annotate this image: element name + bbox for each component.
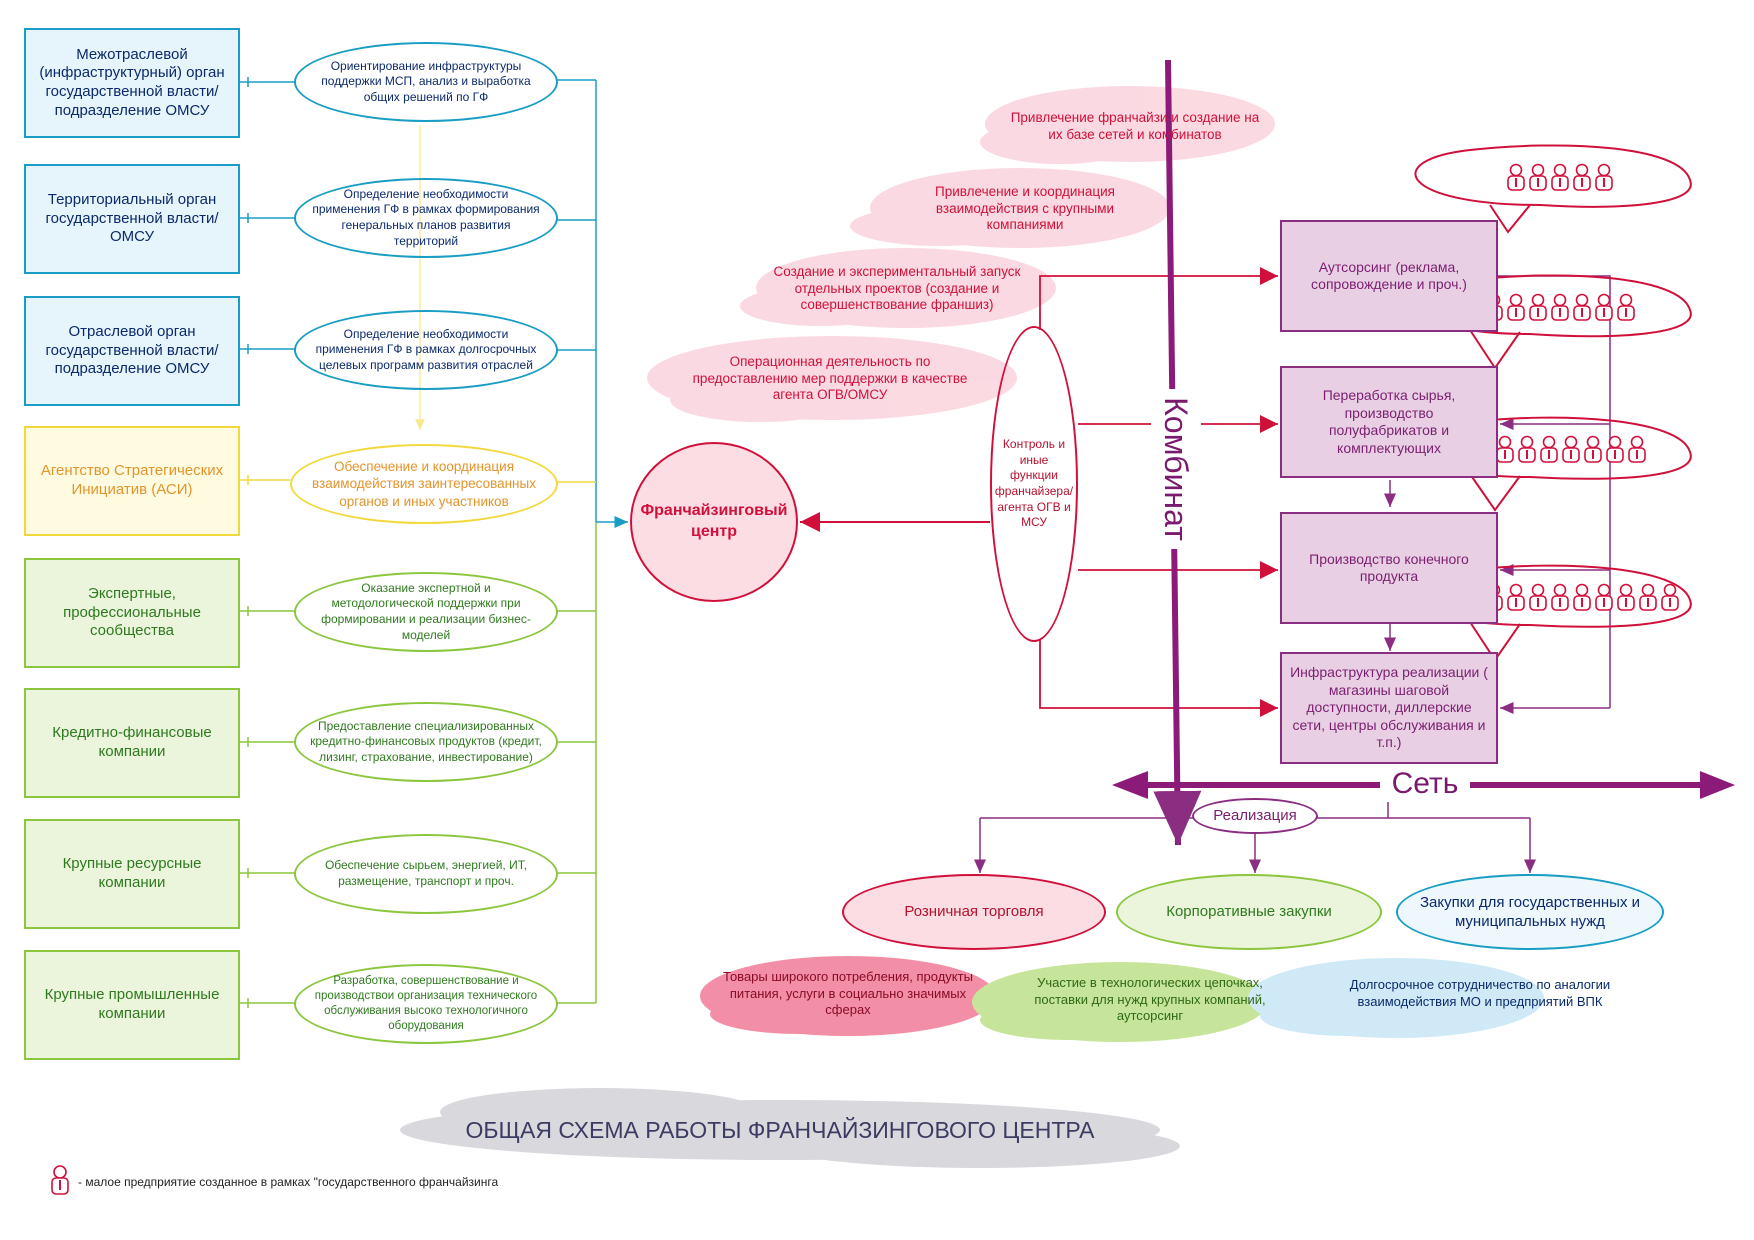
enterprise-icon [1529,583,1547,611]
enterprise-icon [1661,583,1679,611]
enterprise-icon [1573,583,1591,611]
function-expert-support: Оказание экспертной и методологической п… [294,572,558,652]
pink-clouds [647,86,1275,422]
enterprise-icon [1628,435,1646,463]
enterprise-icon [1518,435,1536,463]
enterprise-icon [1595,293,1613,321]
enterprise-icon [1529,163,1547,191]
enterprise-icon [1551,293,1569,321]
enterprise-icon [1507,163,1525,191]
enterprise-icon [1573,163,1591,191]
legend-enterprise-icon [51,1165,69,1195]
diagram-title: ОБЩАЯ СХЕМА РАБОТЫ ФРАНЧАЙЗИНГОВОГО ЦЕНТ… [465,1117,1095,1143]
enterprise-icon [1639,583,1657,611]
enterprise-icon [1562,435,1580,463]
org-interindustry: Межотраслевой (инфраструктурный) орган г… [24,28,240,138]
enterprise-icon [1507,583,1525,611]
stage-final-product: Производство конечного продукта [1280,512,1498,624]
enterprise-icon [1529,293,1547,321]
control-functions: Контроль и иные функции франчайзера/ аге… [990,326,1078,642]
enterprise-icon [1551,583,1569,611]
function-coordination: Обеспечение и координация взаимодействия… [290,444,558,524]
stage-outsourcing: Аутсорсинг (реклама, сопровождение и про… [1280,220,1498,332]
org-industrial-companies: Крупные промышленные компании [24,950,240,1060]
legend-text: - малое предприятие созданное в рамках "… [78,1175,499,1189]
channel-government: Закупки для государственных и муниципаль… [1396,874,1664,950]
org-sectoral: Отраслевой орган государственной власти/… [24,296,240,406]
function-target-programs: Определение необходимости применения ГФ … [294,310,558,390]
enterprise-icon [1507,293,1525,321]
government-description: Долгосрочное сотрудничество по аналогии … [1349,977,1611,1009]
function-orientation: Ориентирование инфраструктуры поддержки … [294,42,558,122]
network-arrow-right-head [1700,771,1735,799]
stage-processing: Переработка сырья, производство полуфабр… [1280,366,1498,478]
network-label: Сеть [1380,766,1470,802]
cloud-large-companies: Привлечение и координация взаимодействия… [935,183,1115,233]
function-financial-products: Предоставление специализированных кредит… [294,702,558,782]
realization: Реализация [1192,798,1318,834]
corporate-description: Участие в технологических цепочках, пост… [1034,974,1266,1024]
org-territorial: Территориальный орган государственной вл… [24,164,240,274]
stage-sales-infrastructure: Инфраструктура реализации ( магазины шаг… [1280,652,1498,764]
enterprise-icon [1606,435,1624,463]
function-resources: Обеспечение сырьем, энергией, ИТ, размещ… [294,834,558,914]
function-equipment: Разработка, совершенствование и производ… [294,964,558,1044]
channel-retail: Розничная торговля [842,874,1106,950]
org-credit-financial: Кредитно-финансовые компании [24,688,240,798]
enterprise-icon [1617,583,1635,611]
enterprise-icon [1540,435,1558,463]
channel-corporate: Корпоративные закупки [1116,874,1382,950]
enterprise-icon [1496,435,1514,463]
org-expert-communities: Экспертные, профессиональные сообщества [24,558,240,668]
enterprise-icon [1595,163,1613,191]
cloud-operational-activity: Операционная деятельность по предоставле… [692,353,968,403]
org-resource-companies: Крупные ресурсные компании [24,819,240,929]
gov-cloud [1248,958,1544,1038]
corporate-cloud [972,962,1268,1042]
franchise-center: Франчайзинговый центр [630,442,798,602]
cloud-attract-franchisees: Привлечение франчайзи и создание на их б… [1010,110,1260,142]
function-general-plans: Определение необходимости применения ГФ … [294,178,558,258]
title-cloud [400,1088,1180,1168]
enterprise-icon [1595,583,1613,611]
retail-cloud [700,956,996,1036]
retail-description: Товары широкого потребления, продукты пи… [723,968,973,1018]
enterprise-icon [1551,163,1569,191]
cloud-pilot-projects: Создание и экспериментальный запуск отде… [773,263,1021,313]
org-asi: Агентство Стратегических Инициатив (АСИ) [24,426,240,536]
enterprise-icon [1584,435,1602,463]
enterprise-icon [1617,293,1635,321]
enterprise-icon [1573,293,1591,321]
kombinat-label: Комбинат [1151,389,1201,549]
